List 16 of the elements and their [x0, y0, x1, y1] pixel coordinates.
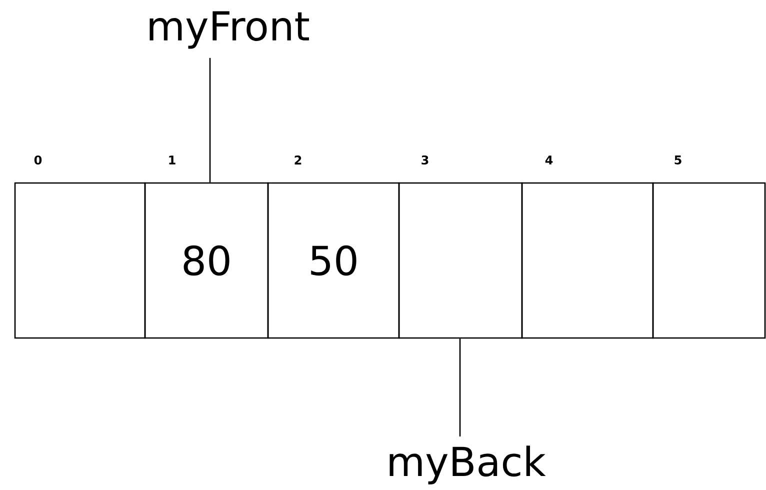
- index-label: 5: [674, 156, 682, 164]
- index-label: 2: [294, 156, 302, 164]
- array-cell: 80: [144, 182, 269, 339]
- index-label: 4: [545, 156, 553, 164]
- index-label: 3: [422, 155, 428, 165]
- array-cell: 50: [267, 182, 400, 339]
- leader-line: [459, 338, 461, 436]
- array-cell: [652, 182, 766, 339]
- index-label: 0: [34, 155, 42, 165]
- pointer-label: myFront: [150, 11, 309, 49]
- index-label: 1: [169, 156, 176, 164]
- array-cell: [398, 182, 523, 339]
- array-cell: [14, 182, 146, 339]
- pointer-label: myBack: [390, 446, 546, 484]
- array-cell: [521, 182, 654, 339]
- leader-line: [209, 58, 211, 182]
